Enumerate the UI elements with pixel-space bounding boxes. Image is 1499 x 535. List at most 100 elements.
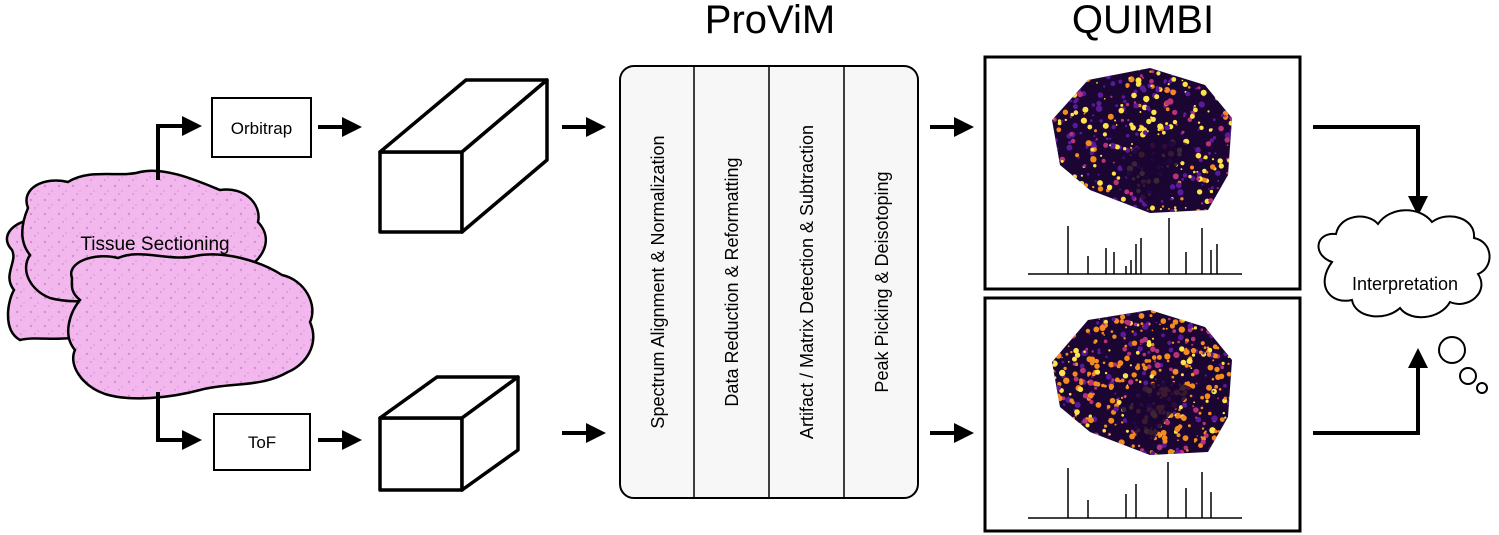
heatmap-speck [1217,158,1223,164]
heatmap-speck [1209,427,1216,434]
heatmap-speck [1162,327,1165,330]
heatmap-speck [1182,81,1188,88]
heatmap-speck [1182,402,1188,408]
heatmap-speck [1146,118,1152,125]
heatmap-speck [1163,81,1166,84]
heatmap-speck [1165,327,1168,330]
heatmap-speck [1098,318,1101,320]
heatmap-speck [1190,336,1196,342]
heatmap-speck [1207,110,1210,113]
heatmap-speck [1112,161,1115,164]
heatmap-speck [1218,163,1224,169]
heatmap-speck [1093,326,1100,333]
heatmap-speck [1085,145,1089,149]
heatmap-speck [1152,356,1156,360]
heatmap-speck [1168,207,1170,210]
heatmap-speck [1094,363,1100,369]
heatmap-speck [1105,374,1112,380]
heatmap-speck [1092,185,1095,189]
heatmap-speck [1067,361,1070,363]
heatmap-speck [1208,188,1211,190]
heatmap-speck [1174,414,1177,417]
heatmap-speck [1114,392,1117,395]
heatmap-speck [1126,134,1130,138]
heatmap-speck [1121,95,1126,99]
heatmap-speck [1141,76,1144,79]
heatmap-speck [1057,119,1061,123]
heatmap-speck [1142,365,1148,371]
heatmap-speck [1157,123,1164,130]
heatmap-speck [1196,177,1201,181]
heatmap-speck [1074,97,1079,102]
heatmap-speck [1191,175,1194,179]
heatmap-speck [1185,91,1191,97]
heatmap-speck [1200,89,1207,96]
heatmap-speck [1110,81,1116,87]
heatmap-speck [1226,371,1232,377]
heatmap-speck [1120,331,1127,338]
heatmap-speck [1229,128,1232,134]
heatmap-speck [1101,158,1106,163]
heatmap-speck [1218,373,1225,379]
heatmap-speck [1180,197,1184,201]
heatmap-speck [1180,359,1187,366]
heatmap-speck [1195,147,1201,153]
heatmap-speck [1091,103,1096,107]
heatmap-speck [1087,392,1094,399]
heatmap-speck [1150,346,1156,353]
heatmap-speck [1196,172,1202,177]
tof-box [213,413,311,471]
heatmap-speck [1187,424,1191,428]
heatmap-speck [1218,363,1222,366]
heatmap-speck [1125,102,1130,107]
heatmap-speck [1111,378,1115,382]
heatmap-speck [1118,79,1123,84]
heatmap-speck [1060,159,1064,163]
heatmap-speck [1135,132,1139,136]
heatmap-speck [1129,146,1133,150]
heatmap-speck [1150,116,1156,122]
heatmap-speck [1143,95,1150,103]
heatmap-speck [1207,364,1214,371]
heatmap-speck [1163,79,1168,83]
heatmap-speck [1125,385,1130,390]
heatmap-speck [1176,433,1181,438]
heatmap-speck [1085,347,1089,351]
cuboid-icon [378,375,520,492]
heatmap-speck [1146,208,1149,211]
heatmap-speck [1072,356,1077,362]
heatmap-speck [1150,84,1153,88]
heatmap-speck [1075,153,1080,158]
heatmap-speck [1149,79,1154,84]
heatmap-speck [1109,142,1116,149]
heatmap-speck [1103,339,1108,344]
heatmap-speck [1094,180,1097,183]
heatmap-speck [1153,360,1157,363]
heatmap-speck [1124,355,1130,362]
heatmap-speck [1209,138,1215,143]
heatmap-speck [1115,124,1118,126]
heatmap-speck [1154,362,1161,369]
quimbi-title: QUIMBI [1072,0,1214,42]
heatmap-speck [1155,85,1160,90]
heatmap-speck [1082,106,1089,113]
heatmap-speck [1147,83,1153,89]
branch-connectors [156,116,202,450]
heatmap-speck [1127,351,1132,356]
heatmap-speck [1137,444,1141,448]
heatmap-speck [1215,170,1221,176]
heatmap-speck [1110,330,1114,333]
heatmap-speck [1054,371,1056,373]
heatmap-speck [1203,431,1206,435]
heatmap-speck [1200,406,1204,410]
heatmap-speck [1147,350,1151,355]
heatmap-speck [1189,113,1195,119]
heatmap-speck [1188,365,1192,368]
heatmap-speck [1117,360,1124,366]
arrow-up-to-cloud [1313,348,1428,435]
heatmap-speck [1102,361,1106,365]
heatmap-speck [1190,347,1197,354]
heatmap-cavity [1120,381,1195,450]
heatmap-speck [1074,409,1080,415]
heatmap-speck [1218,125,1224,132]
